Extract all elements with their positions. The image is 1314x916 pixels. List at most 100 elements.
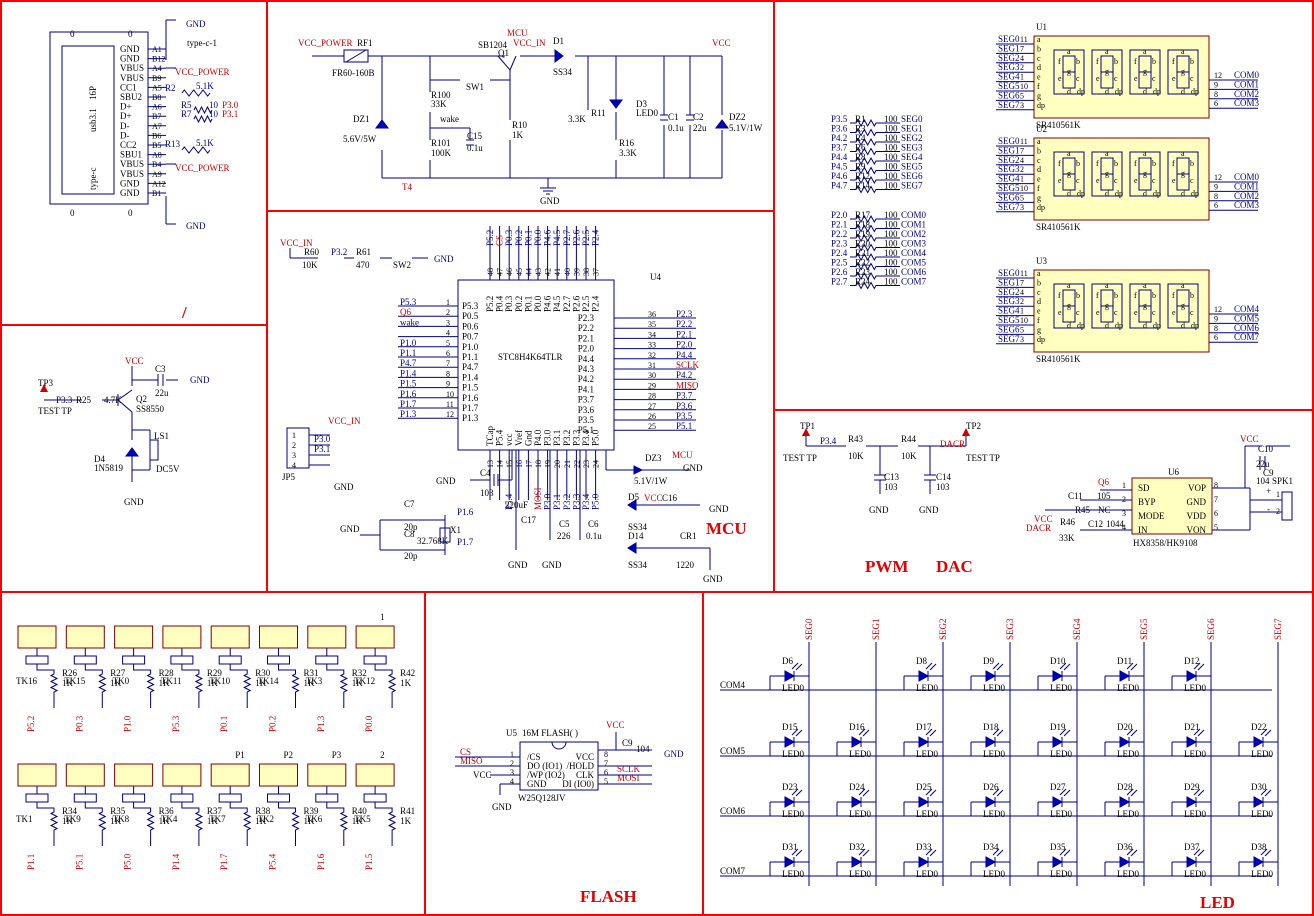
led-emission-arrows: [1059, 788, 1071, 797]
mcu-c6-val: 0.1u: [586, 531, 602, 541]
touch-net: P1.3: [316, 715, 326, 732]
mcu-d14-val: SS34: [628, 560, 648, 570]
segres-ref: R4: [855, 133, 866, 143]
pw-dz1-val: 5.6V/5W: [343, 134, 377, 144]
mcu-c7-val: 20p: [404, 522, 418, 532]
pw-dz2: DZ2: [729, 112, 746, 122]
usb-pin-name: VBUS: [120, 169, 144, 179]
flash-c9-val: 104: [636, 744, 650, 754]
led-diode-wire: [903, 797, 943, 816]
dac-r43: R43: [848, 434, 864, 444]
flash-left-pin-num: 2: [510, 759, 514, 768]
display-digit-d: d: [1143, 321, 1147, 330]
display-seg-pin: 5: [1020, 193, 1024, 202]
tp3-marker: [40, 384, 48, 392]
display-seg-net: SEG1: [998, 277, 1020, 287]
dac-c9-val: 104: [1256, 476, 1270, 486]
display-digit-f: f: [1134, 159, 1137, 168]
mcu-right-pin-name: P3.6: [578, 405, 595, 415]
led-val: LED0: [782, 683, 804, 693]
touch-net: P0.2: [268, 716, 278, 732]
touch-top-label: P1: [235, 750, 245, 760]
led-diode: [918, 796, 930, 808]
usb-pin-name: GND: [120, 178, 140, 188]
mcu-top-pin-name: P4.5: [552, 295, 562, 312]
touch-pad: [162, 625, 202, 649]
touch-net: P0.0: [364, 715, 374, 732]
touch-wire: [267, 648, 300, 708]
display-com-pin: 12: [1214, 71, 1222, 80]
mcu-c8-val: 20p: [404, 551, 418, 561]
led-ref: D8: [916, 656, 927, 666]
mcu-d5-val: SS34: [628, 522, 648, 532]
display-com-pin: 6: [1214, 333, 1218, 342]
led-diode: [918, 856, 930, 868]
segres-ref: R8: [855, 152, 866, 162]
mcu-gnd-cr1: GND: [703, 574, 723, 584]
jp5-pin-num: 3: [292, 451, 296, 460]
touch-res-label: R32: [352, 668, 367, 678]
display-seg-net: SEG5: [998, 183, 1020, 193]
usb-r2: R2: [165, 83, 176, 93]
led-ref: D18: [983, 722, 999, 732]
touch-pad: [259, 763, 298, 787]
led-diode-wire: [1238, 797, 1278, 816]
dac-spk: SPK1: [1272, 476, 1293, 486]
mcu-left-pin-num: 3: [446, 318, 450, 327]
segres-ref: R14: [855, 181, 871, 191]
segres-seg: SEG5: [901, 162, 923, 172]
segres-ref: R19: [855, 229, 871, 239]
mcu-top-pin-net: P2.4: [591, 229, 601, 246]
mcu-right-pin-net: MISO: [676, 380, 699, 390]
mcu-top-pin-name: P0.4: [495, 295, 505, 312]
led-emission-arrows: [992, 788, 1004, 797]
flash-part: W25Q128JV: [518, 793, 566, 803]
display-digit-d: d: [1181, 189, 1185, 198]
mcu-right-pin-net: P4.4: [676, 350, 693, 360]
led-emission-arrows: [992, 662, 1004, 671]
display-digit: [1053, 49, 1085, 95]
segres-seg: COM4: [901, 248, 927, 258]
mcu-gnd-2: GND: [542, 560, 562, 570]
mcu-dz3: DZ3: [645, 453, 662, 463]
display-digit: [1053, 151, 1085, 197]
mcu-d5: D5: [628, 492, 639, 502]
touch-wire: [122, 648, 155, 708]
led-val: LED0: [983, 869, 1005, 879]
bz-gnd: GND: [190, 375, 210, 385]
dac-p34: P3.4: [820, 436, 837, 446]
touch-net: P5.2: [26, 716, 36, 732]
led-diode-wire: [970, 671, 1010, 690]
pw-d1-val: SS34: [553, 67, 573, 77]
display-com-net: COM1: [1234, 79, 1259, 89]
usb-gnd-bottom: GND: [186, 221, 206, 231]
display-digit-b: b: [1190, 291, 1194, 300]
segres-net: P2.5: [831, 258, 848, 268]
display-seg-letter: dp: [1037, 101, 1045, 110]
touch-key-ref: TK1: [16, 814, 33, 824]
display-seg-pin: 3: [1020, 203, 1024, 212]
segres-net: P4.6: [831, 171, 848, 181]
amp-right-pin-name: VDD: [1187, 511, 1207, 521]
display-com-pin: 8: [1214, 192, 1218, 201]
power-gnd-symbol: [540, 187, 556, 195]
dac-vcc-2: VCC: [1240, 434, 1259, 444]
display-digit: [1091, 283, 1123, 329]
segres-net: P2.7: [831, 277, 848, 287]
display-digit-f: f: [1172, 291, 1175, 300]
led-val: LED0: [782, 809, 804, 819]
led-diode-wire: [769, 857, 809, 876]
display-digit-segments: [1100, 157, 1114, 191]
display-seg-letter: e: [1037, 73, 1041, 82]
mcu-left-pin-net: P1.4: [400, 368, 417, 378]
usb-p31: P3.1: [222, 109, 238, 119]
display-digit-dp: dp: [1115, 321, 1123, 330]
pw-c2: C2: [693, 112, 704, 122]
display-digit-f: f: [1134, 57, 1137, 66]
flash-gnd: GND: [492, 802, 512, 812]
led-emission-arrows: [1126, 788, 1138, 797]
display-digit-g: g: [1143, 67, 1147, 76]
mcu-bottom-pin-name: P3.1: [552, 430, 562, 446]
led-diode: [1052, 796, 1064, 808]
segres-ref: R24: [855, 277, 871, 287]
